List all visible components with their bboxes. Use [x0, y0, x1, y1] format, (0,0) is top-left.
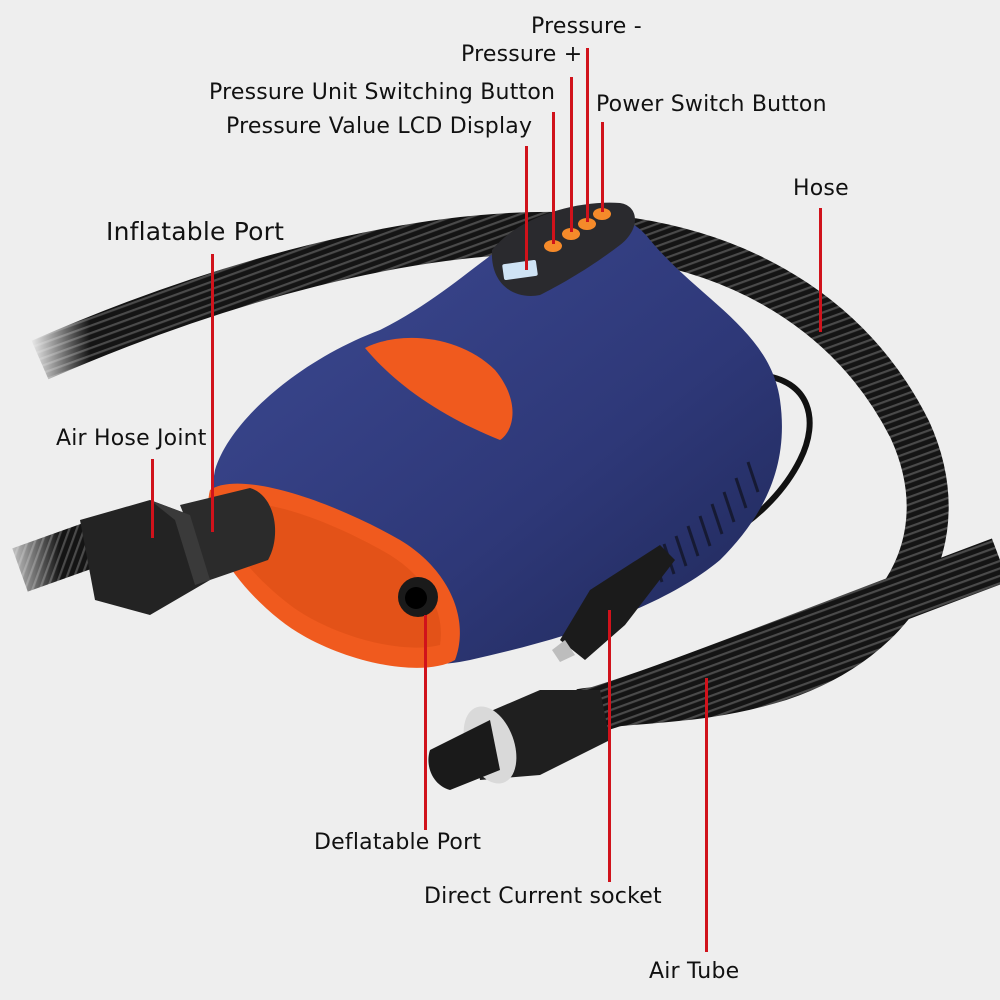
air-hose-joint-connector: [80, 488, 276, 615]
leader-air-tube: [705, 678, 708, 952]
leader-pressure-minus: [586, 48, 589, 222]
leader-inflatable-port: [211, 254, 214, 532]
leader-pressure-plus: [570, 77, 573, 232]
power-button: [593, 208, 611, 220]
air-hose-left: [0, 520, 98, 600]
label-deflatable-port: Deflatable Port: [314, 830, 482, 855]
label-pressure-value-lcd-display: Pressure Value LCD Display: [226, 114, 533, 139]
label-air-tube: Air Tube: [649, 959, 740, 984]
label-pressure-plus: Pressure +: [461, 42, 583, 67]
pressure-minus-button: [578, 218, 596, 230]
hose: [30, 211, 949, 731]
label-air-hose-joint: Air Hose Joint: [56, 426, 207, 451]
dc-car-plug: [552, 545, 675, 662]
leader-air-hose-joint: [151, 459, 154, 538]
pressure-plus-button: [562, 228, 580, 240]
leader-power-switch-button: [601, 122, 604, 212]
handle-opening: [365, 337, 513, 440]
label-pressure-unit-switching-button: Pressure Unit Switching Button: [209, 80, 556, 105]
leader-hose: [819, 208, 822, 332]
unit-switch-button: [544, 240, 562, 252]
label-pressure-minus: Pressure -: [531, 14, 642, 39]
leader-direct-current-socket: [608, 610, 611, 882]
leader-pressure-value-lcd-display: [525, 146, 528, 270]
label-direct-current-socket: Direct Current socket: [424, 884, 662, 909]
air-tube: [428, 538, 1000, 790]
leader-pressure-unit-switching-button: [552, 112, 555, 244]
label-hose: Hose: [793, 176, 849, 201]
label-inflatable-port: Inflatable Port: [106, 217, 285, 246]
leader-deflatable-port: [424, 615, 427, 830]
lcd-screen: [502, 259, 538, 281]
label-power-switch-button: Power Switch Button: [596, 92, 827, 117]
